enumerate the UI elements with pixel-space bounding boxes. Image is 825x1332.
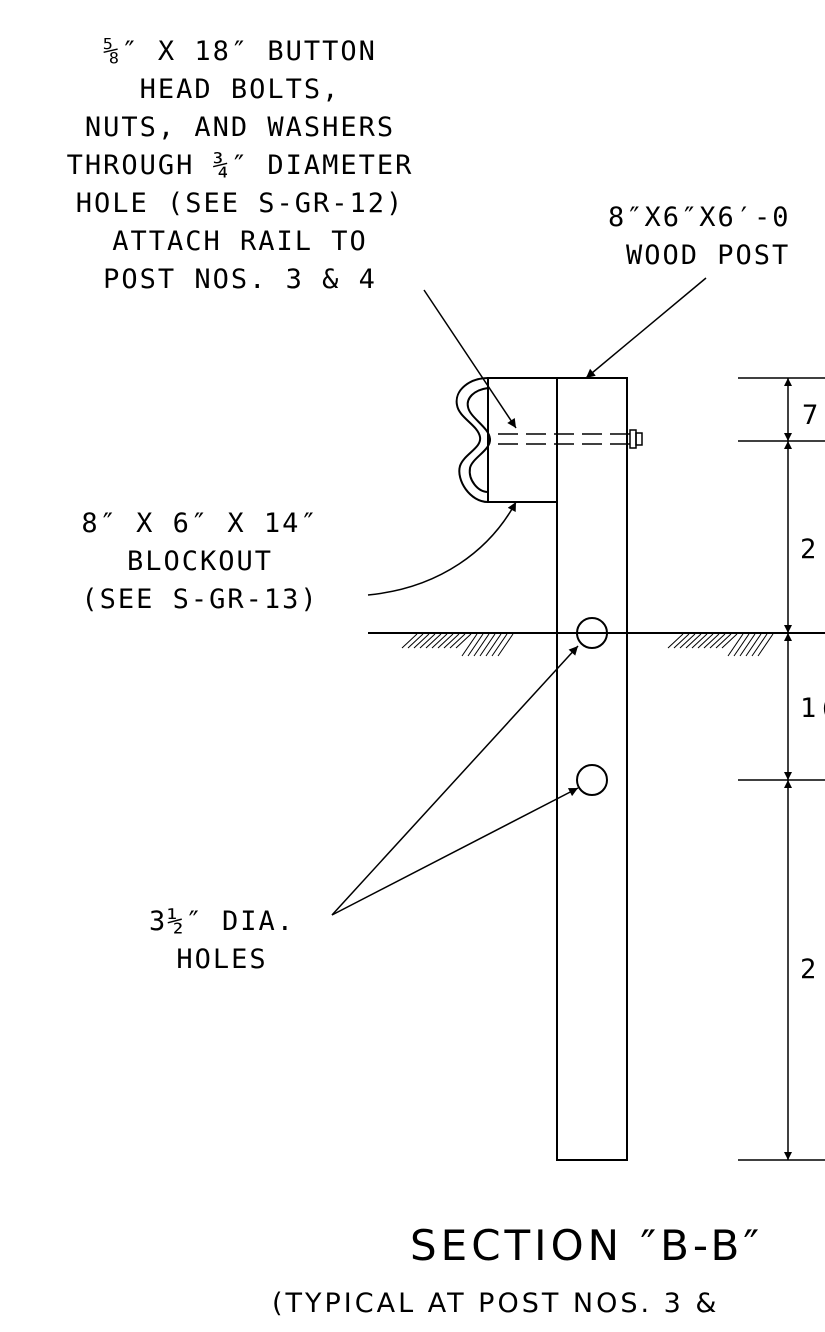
hole-leader-lower xyxy=(331,787,579,916)
post-leader xyxy=(585,277,707,379)
bolt-leader xyxy=(423,289,517,429)
ground-hatch-right xyxy=(667,633,774,657)
post-hole-lower xyxy=(576,764,608,796)
bolt-note-line-1: ⅝″ X 18″ BUTTON xyxy=(103,36,377,67)
w-beam-rail xyxy=(455,377,489,503)
bolt xyxy=(498,429,643,449)
bolt-note-line-3: NUTS, AND WASHERS xyxy=(85,112,395,143)
section-title: SECTION ″B-B″ xyxy=(410,1221,763,1270)
bolt-note-line-2: HEAD BOLTS, xyxy=(140,74,341,105)
bolt-note-line-6: ATTACH RAIL TO xyxy=(112,226,368,257)
blockout xyxy=(487,377,558,503)
dimension-lines xyxy=(738,377,825,1161)
holes-note: 3½″ DIA. HOLES xyxy=(149,906,295,975)
post-hole-upper xyxy=(576,617,608,649)
post-note-line-1: 8″X6″X6′-0 xyxy=(608,202,791,233)
dim-hole-spacing: 1( xyxy=(800,693,825,724)
post-note-line-2: WOOD POST xyxy=(626,240,790,271)
hole-leader-upper xyxy=(331,645,579,916)
bolt-note-line-5: HOLE (SEE S-GR-12) xyxy=(76,188,405,219)
bolt-note-line-7: POST NOS. 3 & 4 xyxy=(103,264,377,295)
blockout-note-line-3: (SEE S-GR-13) xyxy=(81,584,318,615)
blockout-note-line-1: 8″ X 6″ X 14″ xyxy=(81,508,318,539)
ground-hatch-left xyxy=(401,633,514,657)
wood-post xyxy=(556,377,628,1161)
holes-note-line-1: 3½″ DIA. xyxy=(149,906,295,937)
holes-note-line-2: HOLES xyxy=(176,944,267,975)
bolt-note: ⅝″ X 18″ BUTTON HEAD BOLTS, NUTS, AND WA… xyxy=(67,36,414,295)
dim-embedment: 2 xyxy=(800,954,818,985)
blockout-note: 8″ X 6″ X 14″ BLOCKOUT (SEE S-GR-13) xyxy=(81,508,318,615)
blockout-note-line-2: BLOCKOUT xyxy=(127,546,273,577)
bolt-note-line-4: THROUGH ¾″ DIAMETER xyxy=(67,150,414,181)
post-note: 8″X6″X6′-0 WOOD POST xyxy=(608,202,791,271)
w-beam-rail-inner xyxy=(466,387,491,493)
dim-rail-height: 2 xyxy=(800,534,818,565)
section-subtitle: (TYPICAL AT POST NOS. 3 & xyxy=(272,1288,719,1319)
dim-top-offset: 7 xyxy=(802,400,820,431)
blockout-leader xyxy=(367,501,517,596)
